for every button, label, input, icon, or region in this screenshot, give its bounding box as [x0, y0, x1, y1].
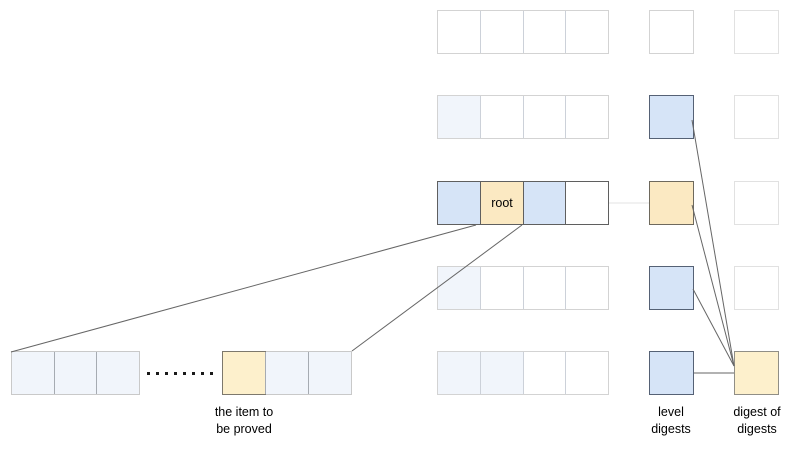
- digest-cell-1: [734, 10, 779, 54]
- level-digests-label: level digests: [611, 404, 731, 438]
- digest-cell-2: [734, 95, 779, 139]
- cell-faint: [438, 267, 480, 309]
- dot: [174, 371, 177, 375]
- digest-of-digests-label-line2: digests: [737, 422, 777, 436]
- dot: [201, 371, 204, 375]
- ellipsis-dots: [147, 371, 213, 375]
- root-cell-label: root: [491, 196, 513, 210]
- cell-white: [479, 11, 523, 53]
- cell-blue: [438, 182, 480, 224]
- cell-white: [522, 352, 566, 394]
- leveldigest2-to-digest-line: [691, 119, 735, 367]
- dot: [210, 371, 213, 375]
- cell-faint: [53, 352, 97, 394]
- leveldigest4-to-digest-line: [692, 288, 735, 367]
- dot: [183, 371, 186, 375]
- cell-item: [222, 351, 266, 395]
- cell-white: [565, 182, 608, 224]
- leveldigest3-to-digest-line: [691, 204, 735, 367]
- item-label: the item to be proved: [184, 404, 304, 438]
- level-digest-4: [649, 266, 694, 310]
- dot: [156, 371, 159, 375]
- level-digests-label-line2: digests: [651, 422, 691, 436]
- cell-white: [522, 11, 566, 53]
- cell-white: [522, 267, 566, 309]
- dot: [165, 371, 168, 375]
- cell-faint: [12, 352, 54, 394]
- dot: [147, 371, 150, 375]
- cell-faint: [438, 96, 480, 138]
- cell-white: [479, 267, 523, 309]
- hash-array-row-5: [437, 351, 609, 395]
- root-to-leafrow-left-line: [10, 224, 477, 353]
- cell-white: [565, 352, 608, 394]
- level-digests-label-line1: level: [658, 405, 684, 419]
- level-digest-2: [649, 95, 694, 139]
- cell-yellow: [479, 182, 523, 224]
- level-digest-3: [649, 181, 694, 225]
- cell-faint: [265, 352, 308, 394]
- hash-array-row-2: [437, 95, 609, 139]
- hash-array-row-4: [437, 266, 609, 310]
- cell-white: [479, 96, 523, 138]
- cell-white: [565, 96, 608, 138]
- level-digest-5: [649, 351, 694, 395]
- cell-white: [438, 11, 480, 53]
- cell-faint: [438, 352, 480, 394]
- cell-white: [522, 96, 566, 138]
- digest-cell-4: [734, 266, 779, 310]
- cell-blue: [522, 182, 566, 224]
- digest-cell-3: [734, 181, 779, 225]
- dot: [192, 371, 195, 375]
- cell-white: [565, 11, 608, 53]
- item-label-line1: the item to: [214, 405, 274, 419]
- item-label-line2: be proved: [216, 422, 272, 436]
- cell-faint: [308, 352, 351, 394]
- cell-faint: [96, 352, 140, 394]
- digest-of-digests-cell: [734, 351, 779, 395]
- level-digest-1: [649, 10, 694, 54]
- hash-array-row-root: [437, 181, 609, 225]
- leaf-row-left: [11, 351, 140, 395]
- digest-of-digests-label: digest of digests: [697, 404, 800, 438]
- cell-white: [565, 267, 608, 309]
- hash-array-row-1: [437, 10, 609, 54]
- leaf-row-item: [222, 351, 352, 395]
- cell-faint: [479, 352, 523, 394]
- digest-of-digests-label-line1: digest of: [733, 405, 781, 419]
